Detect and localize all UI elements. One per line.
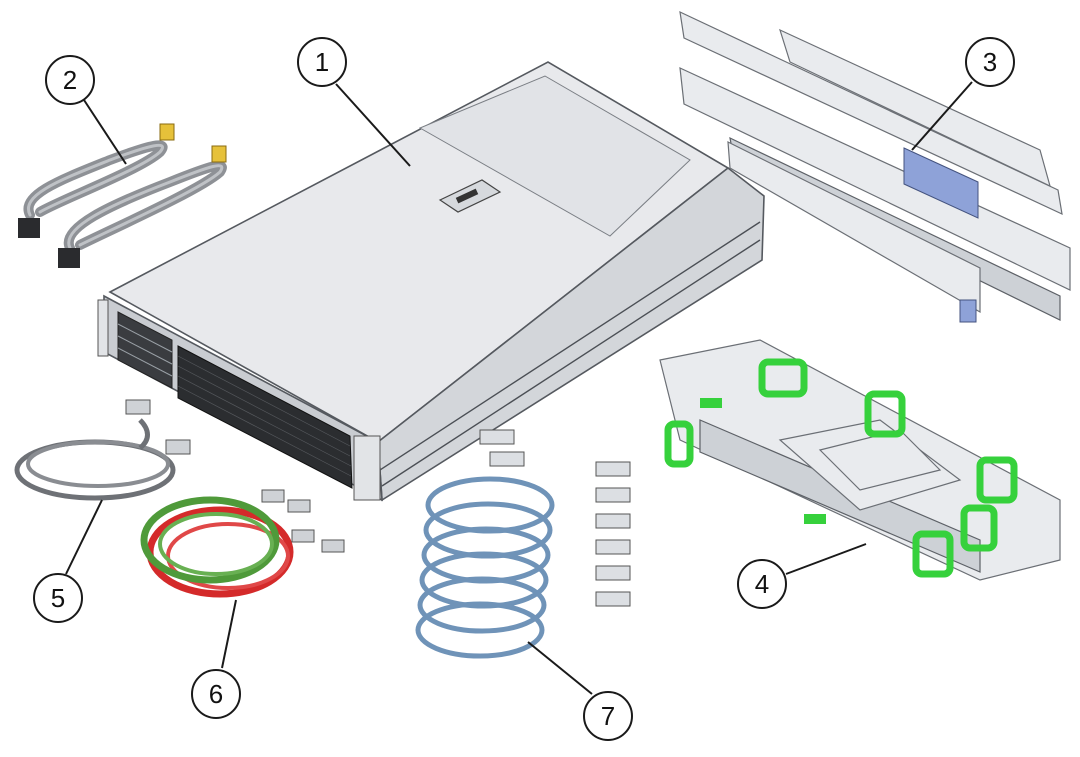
leader-1 [335, 83, 411, 167]
slide-rails [679, 10, 1071, 323]
rj45-connector-b [165, 439, 191, 455]
green-cable-connector-a [261, 489, 285, 503]
leader-3 [911, 81, 973, 151]
sas-connector-8 [595, 591, 631, 607]
drive-bays [117, 311, 173, 389]
front-handle-left [97, 299, 109, 357]
gray-ethernet-cable [14, 399, 191, 501]
cma-green-tab-a [700, 398, 722, 408]
leader-lines [65, 81, 973, 695]
cable-management-arm [659, 339, 1061, 581]
callout-2: 2 [45, 55, 95, 105]
rail-release-tab [903, 147, 979, 219]
callout-2-label: 2 [63, 65, 77, 95]
red-cable-connector-b [321, 539, 345, 553]
velcro-strap-1 [758, 358, 808, 398]
sas-connector-2 [489, 451, 525, 467]
sas-connector-1 [479, 429, 515, 445]
callout-4: 4 [737, 559, 787, 609]
blue-sas-cables [415, 429, 631, 659]
top-latch [438, 179, 502, 213]
front-handle-right [353, 435, 381, 501]
callout-7-label: 7 [601, 701, 615, 731]
callout-6: 6 [191, 669, 241, 719]
server-chassis [97, 61, 765, 502]
callout-1: 1 [297, 37, 347, 87]
velcro-strap-4 [976, 456, 1018, 504]
callout-5-label: 5 [51, 583, 65, 613]
leader-7 [527, 641, 593, 695]
sas-connector-5 [595, 513, 631, 529]
sas-connector-6 [595, 539, 631, 555]
red-cable-connector-a [287, 499, 311, 513]
green-cable-connector-b [291, 529, 315, 543]
callout-7: 7 [583, 691, 633, 741]
sas-connector-3 [595, 461, 631, 477]
front-grille [177, 345, 353, 489]
chassis-top-panel [418, 75, 691, 237]
sas-connector-4 [595, 487, 631, 503]
velcro-strap-6 [912, 530, 954, 578]
power-cords [18, 123, 227, 268]
leader-6 [221, 599, 237, 669]
leader-5 [65, 499, 103, 575]
power-plug-c13-b [58, 248, 80, 268]
callout-5: 5 [33, 573, 83, 623]
cma-green-tab-b [804, 514, 826, 524]
power-plug-c13-a [18, 218, 40, 238]
leader-4 [785, 543, 867, 575]
callout-3-label: 3 [983, 47, 997, 77]
rail-end-clip [959, 299, 977, 323]
velcro-strap-5 [960, 504, 998, 552]
velcro-strap-3 [664, 420, 694, 468]
leader-2 [83, 99, 127, 165]
callout-1-label: 1 [315, 47, 329, 77]
sas-connector-7 [595, 565, 631, 581]
power-plug-tip-b [211, 145, 227, 163]
callout-6-label: 6 [209, 679, 223, 709]
power-plug-tip-a [159, 123, 175, 141]
green-red-cables [140, 489, 345, 598]
callout-3: 3 [965, 37, 1015, 87]
rj45-connector-a [125, 399, 151, 415]
callout-4-label: 4 [755, 569, 769, 599]
velcro-strap-2 [864, 390, 906, 438]
